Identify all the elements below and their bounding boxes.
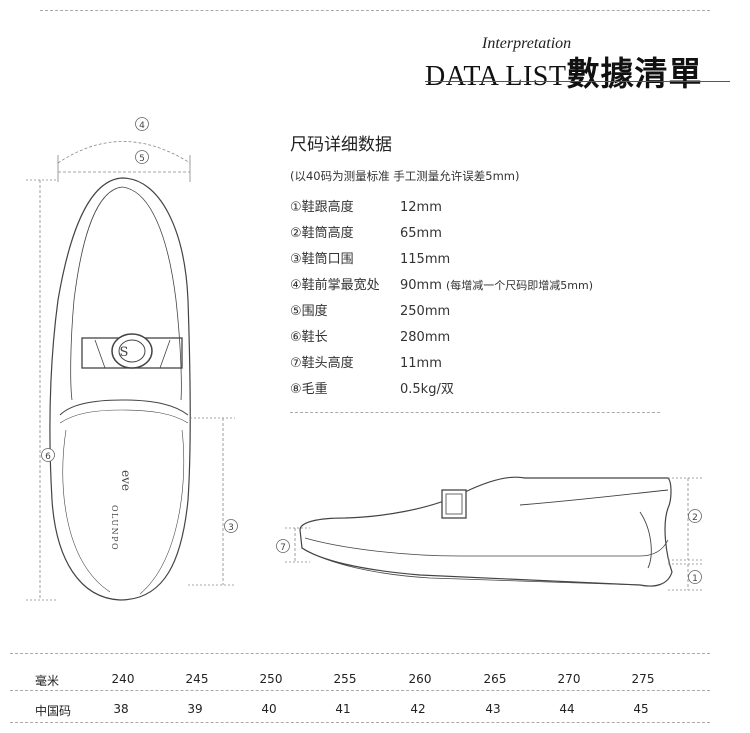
spec-value: 115mm <box>400 252 451 267</box>
spec-label: ②鞋筒高度 <box>290 226 354 241</box>
size-row-mm-label: 毫米 <box>35 674 60 688</box>
size-cell-cn: 42 <box>410 702 426 716</box>
spec-row-weight: ⑧毛重 0.5kg/双 <box>290 378 454 397</box>
spec-title: 尺码详细数据 <box>290 135 392 155</box>
spec-row-toe-height: ⑦鞋头高度 11mm <box>290 352 442 371</box>
spec-value: 65mm <box>400 226 442 241</box>
dimension-lines-top <box>26 141 235 601</box>
size-cell-cn: 38 <box>113 702 129 716</box>
size-cell-mm: 260 <box>408 672 432 686</box>
marker-4: 4 <box>139 121 145 131</box>
spec-value: 0.5kg/双 <box>400 382 454 397</box>
spec-label: ③鞋筒口围 <box>290 252 354 267</box>
spec-row-forefoot-width: ④鞋前掌最宽处 90mm (每增减一个尺码即增减5mm) <box>290 274 593 293</box>
spec-label: ④鞋前掌最宽处 <box>290 278 380 293</box>
spec-value: 90mm <box>400 278 442 293</box>
dimension-markers-side: 2 1 7 <box>276 509 702 584</box>
spec-note: (以40码为测量标准 手工测量允许误差5mm) <box>290 169 520 183</box>
logo-mark: S <box>120 345 129 360</box>
header-italic: Interpretation <box>482 35 572 52</box>
table-top-divider <box>10 653 710 654</box>
table-mid-divider <box>10 690 710 691</box>
spec-row-opening: ③鞋筒口围 115mm <box>290 248 450 267</box>
spec-label: ⑦鞋头高度 <box>290 356 354 371</box>
brand-logo: eve <box>119 470 133 491</box>
marker-6: 6 <box>45 452 51 462</box>
size-row-cn: 中国码 38 39 40 41 42 43 44 45 <box>0 702 750 722</box>
header-title-cn: 數據清單 <box>566 54 703 93</box>
spec-label: ⑧毛重 <box>290 382 328 397</box>
spec-row-girth: ⑤围度 250mm <box>290 300 450 319</box>
spec-row-heel-height: ①鞋跟高度 12mm <box>290 196 442 215</box>
spec-sub-note: (每增减一个尺码即增减5mm) <box>446 279 594 292</box>
header-underline <box>425 81 730 82</box>
size-cell-mm: 240 <box>111 672 135 686</box>
dimension-lines-side <box>285 477 702 591</box>
top-divider <box>40 10 710 11</box>
size-cell-mm: 250 <box>259 672 283 686</box>
size-cell-cn: 41 <box>335 702 351 716</box>
spec-row-shaft-height: ②鞋筒高度 65mm <box>290 222 442 241</box>
spec-value: 250mm <box>400 304 451 319</box>
spec-value: 280mm <box>400 330 451 345</box>
size-row-mm: 毫米 240 245 250 255 260 265 270 275 <box>0 672 750 692</box>
spec-divider <box>290 412 660 413</box>
spec-label: ⑤围度 <box>290 304 328 319</box>
brand-text: OLUNPO <box>110 505 119 551</box>
table-bottom-divider <box>10 722 710 723</box>
spec-label: ①鞋跟高度 <box>290 200 354 215</box>
spec-row-length: ⑥鞋长 280mm <box>290 326 450 345</box>
size-cell-cn: 40 <box>261 702 277 716</box>
size-cell-mm: 245 <box>185 672 209 686</box>
size-cell-mm: 275 <box>631 672 655 686</box>
marker-2: 2 <box>692 513 698 523</box>
size-cell-cn: 45 <box>633 702 649 716</box>
spec-label: ⑥鞋长 <box>290 330 328 345</box>
spec-value: 11mm <box>400 356 442 371</box>
size-cell-cn: 39 <box>187 702 203 716</box>
marker-5: 5 <box>139 154 145 164</box>
marker-7: 7 <box>280 543 286 553</box>
shoe-top-view <box>49 177 191 601</box>
spec-value: 12mm <box>400 200 442 215</box>
size-row-cn-label: 中国码 <box>35 704 72 718</box>
header-title-latin: DATA LIST <box>425 61 567 92</box>
header-title: DATA LIST數據清單 <box>425 47 702 95</box>
size-cell-mm: 270 <box>557 672 581 686</box>
marker-1: 1 <box>692 574 698 584</box>
marker-3: 3 <box>228 523 234 533</box>
size-cell-cn: 43 <box>485 702 501 716</box>
dimension-markers-top: 4 5 6 3 <box>41 117 238 533</box>
shoe-side-view <box>299 476 673 587</box>
size-cell-mm: 255 <box>333 672 357 686</box>
size-cell-cn: 44 <box>559 702 575 716</box>
size-cell-mm: 265 <box>483 672 507 686</box>
